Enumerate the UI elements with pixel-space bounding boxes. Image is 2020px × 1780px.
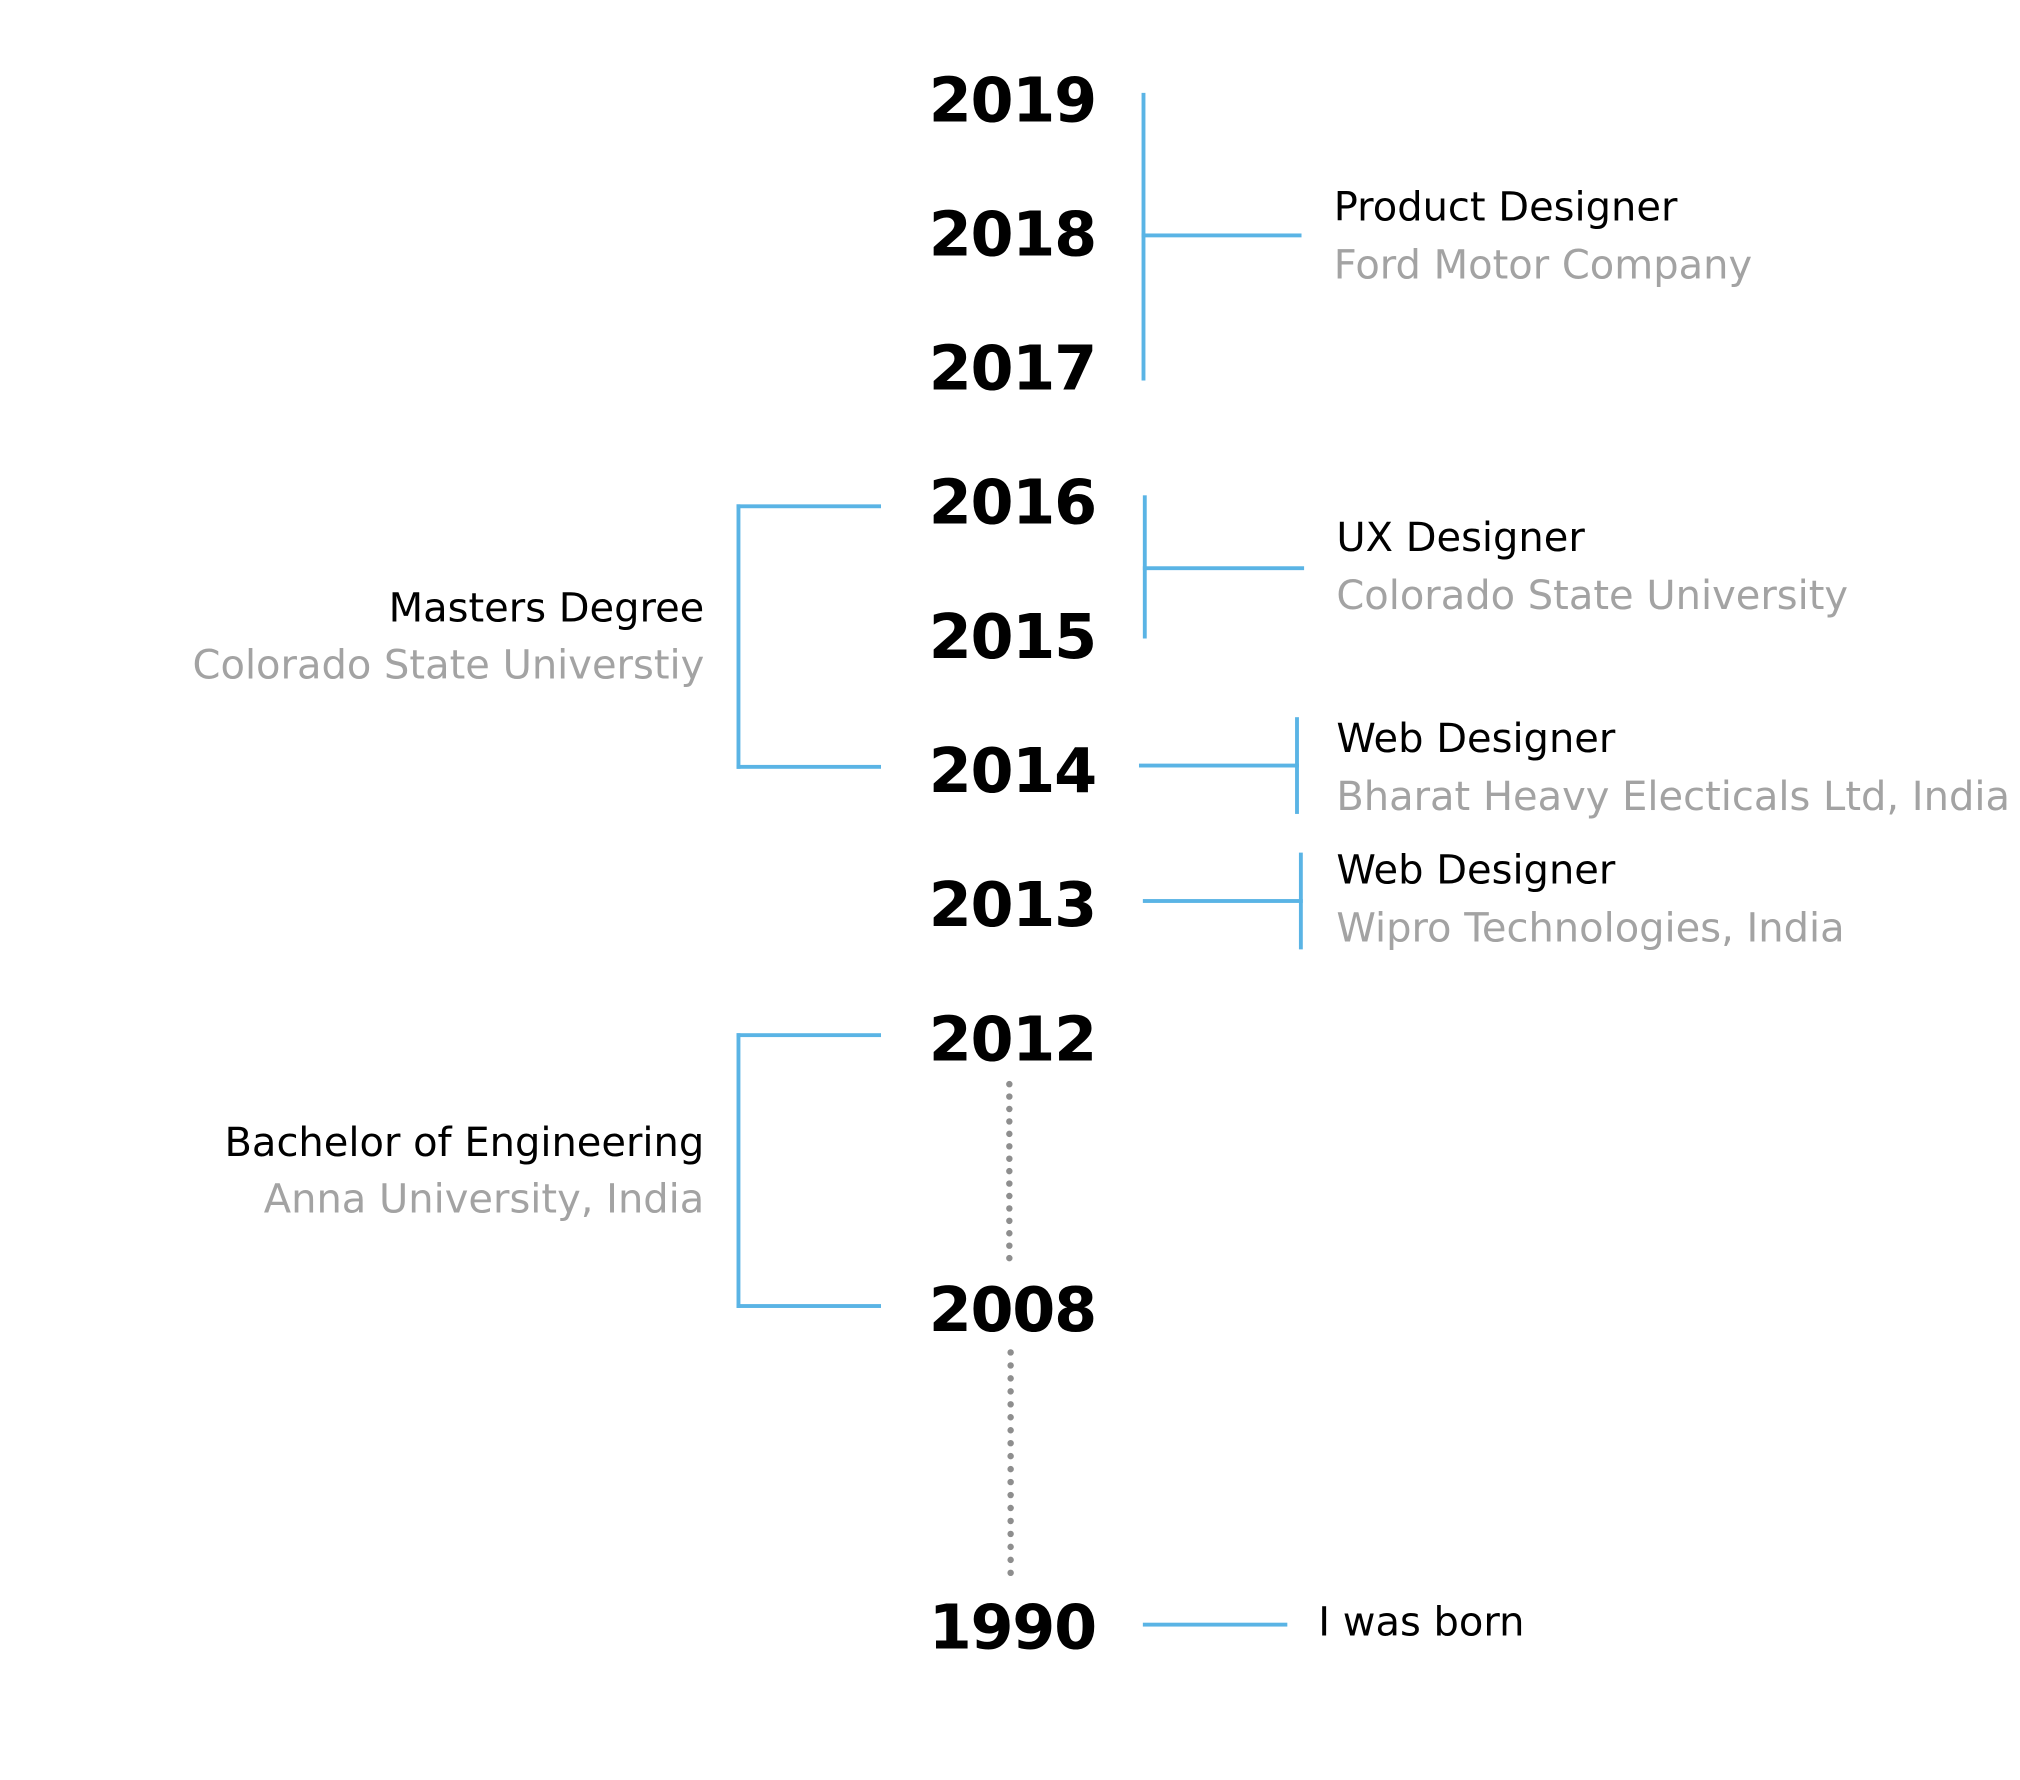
bracket-bachelor-vertical <box>736 1033 741 1308</box>
edu-org-anna: Anna University, India <box>263 1176 705 1223</box>
year-2016: 2016 <box>928 466 1097 540</box>
bracket-product-designer-arm <box>1141 233 1302 238</box>
year-2013: 2013 <box>928 869 1097 942</box>
work-org-ford: Ford Motor Company <box>1333 242 1753 289</box>
work-title-web-designer-bhel: Web Designer <box>1336 715 1616 763</box>
edu-org-colorado: Colorado State Universtiy <box>192 642 705 689</box>
bracket-masters-vertical <box>736 504 741 769</box>
birth-connector <box>1142 1622 1288 1627</box>
year-1990: 1990 <box>928 1591 1097 1664</box>
work-title-ux-designer: UX Designer <box>1336 514 1585 562</box>
year-2017: 2017 <box>928 332 1097 406</box>
year-2012: 2012 <box>928 1003 1097 1076</box>
dotted-connector-2012-2008 <box>1006 1080 1013 1262</box>
edu-title-bachelor: Bachelor of Engineering <box>224 1119 705 1167</box>
year-2015: 2015 <box>928 601 1097 674</box>
year-2018: 2018 <box>928 198 1097 271</box>
work-org-bhel: Bharat Heavy Electicals Ltd, India <box>1336 773 2010 821</box>
year-2014: 2014 <box>928 735 1097 808</box>
bracket-web-designer-bhel-vertical <box>1295 717 1299 814</box>
edu-title-masters: Masters Degree <box>388 585 705 633</box>
bracket-masters-bottom-arm <box>736 764 882 769</box>
work-org-wipro: Wipro Technologies, India <box>1336 905 1845 952</box>
birth-label: I was born <box>1318 1599 1525 1646</box>
bracket-bachelor-bottom-arm <box>736 1304 882 1308</box>
dotted-connector-2008-1990 <box>1007 1349 1014 1577</box>
work-org-colorado: Colorado State University <box>1336 572 1849 620</box>
bracket-bachelor-top-arm <box>736 1033 882 1038</box>
year-2008: 2008 <box>928 1274 1097 1347</box>
work-title-product-designer: Product Designer <box>1333 184 1678 231</box>
bracket-web-designer-bhel-arm <box>1138 763 1299 768</box>
year-2019: 2019 <box>928 64 1097 137</box>
bracket-web-designer-wipro-vertical <box>1298 852 1303 950</box>
work-title-web-designer-wipro: Web Designer <box>1336 847 1616 894</box>
bracket-masters-top-arm <box>736 504 882 509</box>
bracket-ux-designer-arm <box>1142 566 1305 571</box>
bracket-web-designer-wipro-arm <box>1142 899 1303 903</box>
